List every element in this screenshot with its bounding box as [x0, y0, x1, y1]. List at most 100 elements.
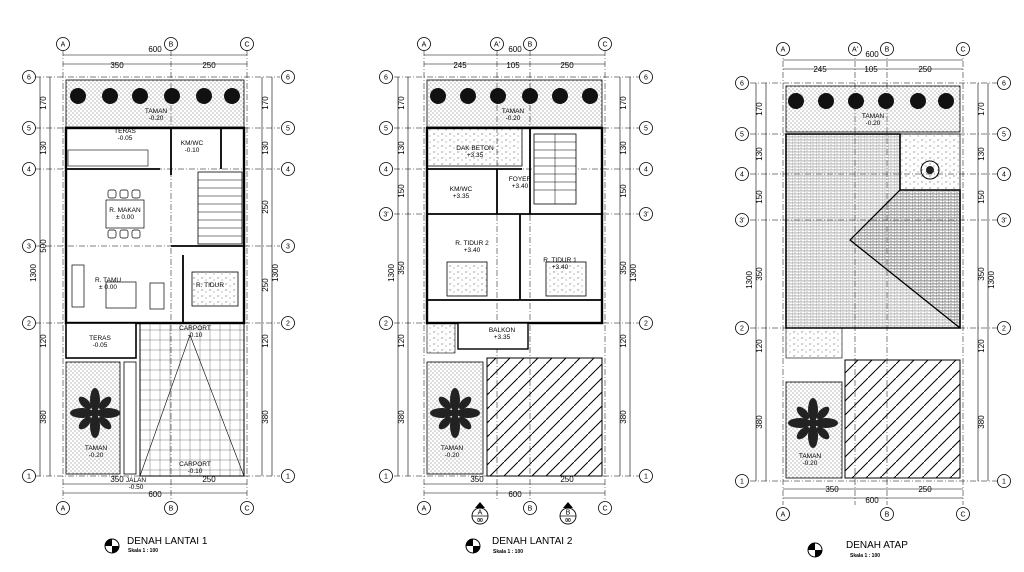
plan-lantai2-title-symbol-icon [465, 538, 481, 554]
plan-atap-room-level-1: -0.20 [803, 460, 818, 467]
planter-lantai-2 [426, 322, 456, 354]
palm-plant-icon [70, 388, 120, 438]
plan-atap-bottom-dim-0: 350 [825, 485, 839, 494]
plan-atap-top-axis-1-label: A' [852, 47, 858, 54]
water-tank-icon [920, 160, 940, 180]
plan-lantai2-left-axis-5 [379, 469, 393, 483]
plan-lantai1-bottom-dim-1: 250 [202, 475, 216, 484]
plan-lantai2-bottom-dim-1: 250 [560, 475, 574, 484]
plan-lantai2-right-dim-2: 150 [619, 184, 628, 198]
plan-lantai1-right-axis-3-label: 3 [286, 244, 290, 251]
plan-atap-right-axis-0-label: 6 [1002, 81, 1006, 88]
plan-lantai1-left-dim-2: 500 [39, 239, 48, 253]
plan-lantai2-section-marker-0 [471, 502, 489, 525]
plan-lantai2-section-letter-1: B [566, 510, 571, 517]
plan-atap-left-axis-2-label: 4 [740, 172, 744, 179]
plan-atap-right-axis-2 [997, 167, 1011, 181]
dimension-lines-lantai-2 [397, 54, 631, 494]
plan-lantai2-right-axis-5 [639, 469, 653, 483]
plan-lantai2-top-axis-2-label: B [528, 42, 533, 49]
plan-lantai1-left-axis-5-label: 1 [27, 474, 31, 481]
plan-atap-bottom-dim-2: 600 [865, 496, 879, 505]
plan-lantai1-left-axis-3-label: 3 [27, 244, 31, 251]
plan-atap-right-dim-4: 1300 [987, 271, 996, 289]
plan-atap-left-dim-2: 150 [755, 190, 764, 204]
plan-lantai2-top-dim-1: 245 [453, 61, 467, 70]
plan-atap-top-axis-1 [848, 42, 862, 56]
plan-lantai1-right-axis-4 [281, 316, 295, 330]
plan-lantai1-right-axis-1 [281, 121, 295, 135]
plan-atap-top-axis-2-label: B [885, 47, 890, 54]
plan-lantai2-top-dim-2: 105 [506, 61, 520, 70]
plan-lantai2-top-axis-1 [490, 37, 504, 51]
dining-table [105, 189, 145, 239]
plan-lantai1-right-dim-0: 170 [261, 96, 270, 110]
plan-lantai2-left-axis-4 [379, 316, 393, 330]
plan-lantai2-bottom-axis-0 [417, 501, 431, 515]
plan-lantai1-right-dim-3: 250 [261, 278, 270, 292]
plan-lantai2-room-name-3: KM/WC [450, 186, 473, 193]
plan-lantai1-top-dim-1: 350 [110, 61, 124, 70]
inner-walls-lantai-1 [66, 127, 244, 323]
plan-lantai2-bottom-axis-1-label: B [528, 506, 533, 513]
plan-atap-right-dim-2: 150 [977, 190, 986, 204]
plan-lantai2-right-dim-1: 130 [619, 141, 628, 155]
fence-strip [123, 361, 137, 475]
plan-lantai1-left-axis-1-label: 5 [27, 126, 31, 133]
plan-lantai2-left-axis-1-label: 5 [384, 126, 388, 133]
plan-atap-top-dim-1: 245 [813, 65, 827, 74]
plan-lantai1-left-dim-4: 380 [39, 410, 48, 424]
plan-atap-right-axis-1 [997, 127, 1011, 141]
plan-lantai1-room-level-9: -0.10 [188, 468, 203, 475]
plan-atap-top-axis-3-label: C [960, 47, 965, 54]
plan-atap-top-axis-0 [776, 42, 790, 56]
plan-atap-top-dim-2: 105 [864, 65, 878, 74]
plan-lantai2-room-level-7: -0.20 [445, 452, 460, 459]
plan-lantai1-left-axis-3 [22, 239, 36, 253]
plan-lantai2-bottom-dim-0: 350 [470, 475, 484, 484]
roof-hip-ridge [849, 189, 901, 241]
garden-top-atap [785, 85, 961, 133]
plan-lantai1-room-name-1: TERAS [114, 128, 136, 135]
plan-atap-room-name-0: TAMAN [862, 113, 885, 120]
plan-atap-top-dim-0: 600 [865, 50, 879, 59]
plan-lantai1-room-name-10: JALAN [126, 477, 147, 484]
plan-lantai2-right-axis-0-label: 6 [644, 75, 648, 82]
plan-atap-left-axis-2 [735, 167, 749, 181]
planter-atap [785, 327, 843, 359]
plan-atap-right-dim-6: 380 [977, 415, 986, 429]
plan-lantai2-top-axis-0-label: A [422, 42, 427, 49]
plan-lantai2-right-axis-4 [639, 316, 653, 330]
plan-lantai2-right-axis-0 [639, 70, 653, 84]
plan-atap-left-dim-0: 170 [755, 102, 764, 116]
plan-lantai2-top-axis-3-label: C [602, 42, 607, 49]
plan-atap-top-axis-2 [880, 42, 894, 56]
plan-lantai2-top-axis-2 [523, 37, 537, 51]
shrubs-row-atap [788, 93, 954, 109]
plan-atap-left-axis-0 [735, 76, 749, 90]
plan-lantai2-left-axis-2 [379, 162, 393, 176]
plan-lantai2-room-name-6: BALKON [489, 327, 516, 334]
plan-lantai2-left-dim-4: 1300 [387, 264, 396, 282]
plan-lantai1-room-name-0: TAMAN [145, 108, 168, 115]
plan-lantai-1 [35, 50, 280, 500]
dimension-lines-atap [755, 59, 989, 499]
plan-lantai2-top-dim-0: 600 [508, 45, 522, 54]
plan-lantai1-room-name-3: R. MAKAN [109, 207, 141, 214]
plan-lantai-2 [394, 50, 640, 500]
plan-lantai1-right-axis-2 [281, 162, 295, 176]
plan-lantai2-left-axis-0 [379, 70, 393, 84]
plan-atap-room-name-1: TAMAN [799, 453, 822, 460]
plan-lantai1-right-axis-2-label: 4 [286, 167, 290, 174]
plan-atap-left-axis-5-label: 1 [740, 479, 744, 486]
plan-lantai1-right-axis-0-label: 6 [286, 75, 290, 82]
plan-atap-bottom-axis-1 [880, 507, 894, 521]
plan-lantai2-room-level-6: +3.35 [494, 334, 511, 341]
plan-atap-left-dim-1: 130 [755, 147, 764, 161]
plan-lantai1-right-dim-1: 130 [261, 141, 270, 155]
plan-lantai1-top-axis-1 [164, 37, 178, 51]
plan-atap-right-dim-0: 170 [977, 102, 986, 116]
plan-lantai2-right-dim-3: 350 [619, 261, 628, 275]
plan-lantai2-bottom-axis-1 [523, 501, 537, 515]
